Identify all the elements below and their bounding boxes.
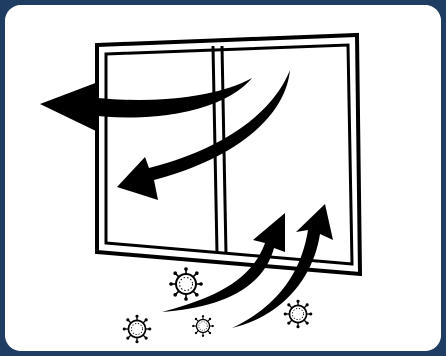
virus-particle-icon bbox=[168, 266, 204, 302]
virus-particle-icon bbox=[282, 298, 314, 330]
virus-particle-icon bbox=[191, 314, 215, 338]
airflow-in-arrow-icon bbox=[232, 204, 333, 328]
ventilation-illustration bbox=[5, 5, 441, 351]
illustration-card bbox=[5, 5, 441, 351]
airflow-out-arrow-icon bbox=[40, 78, 252, 132]
airflow-out-arrow-icon bbox=[117, 70, 290, 200]
virus-particle-icon bbox=[121, 313, 153, 345]
airflow-in-arrow-icon bbox=[162, 213, 285, 312]
